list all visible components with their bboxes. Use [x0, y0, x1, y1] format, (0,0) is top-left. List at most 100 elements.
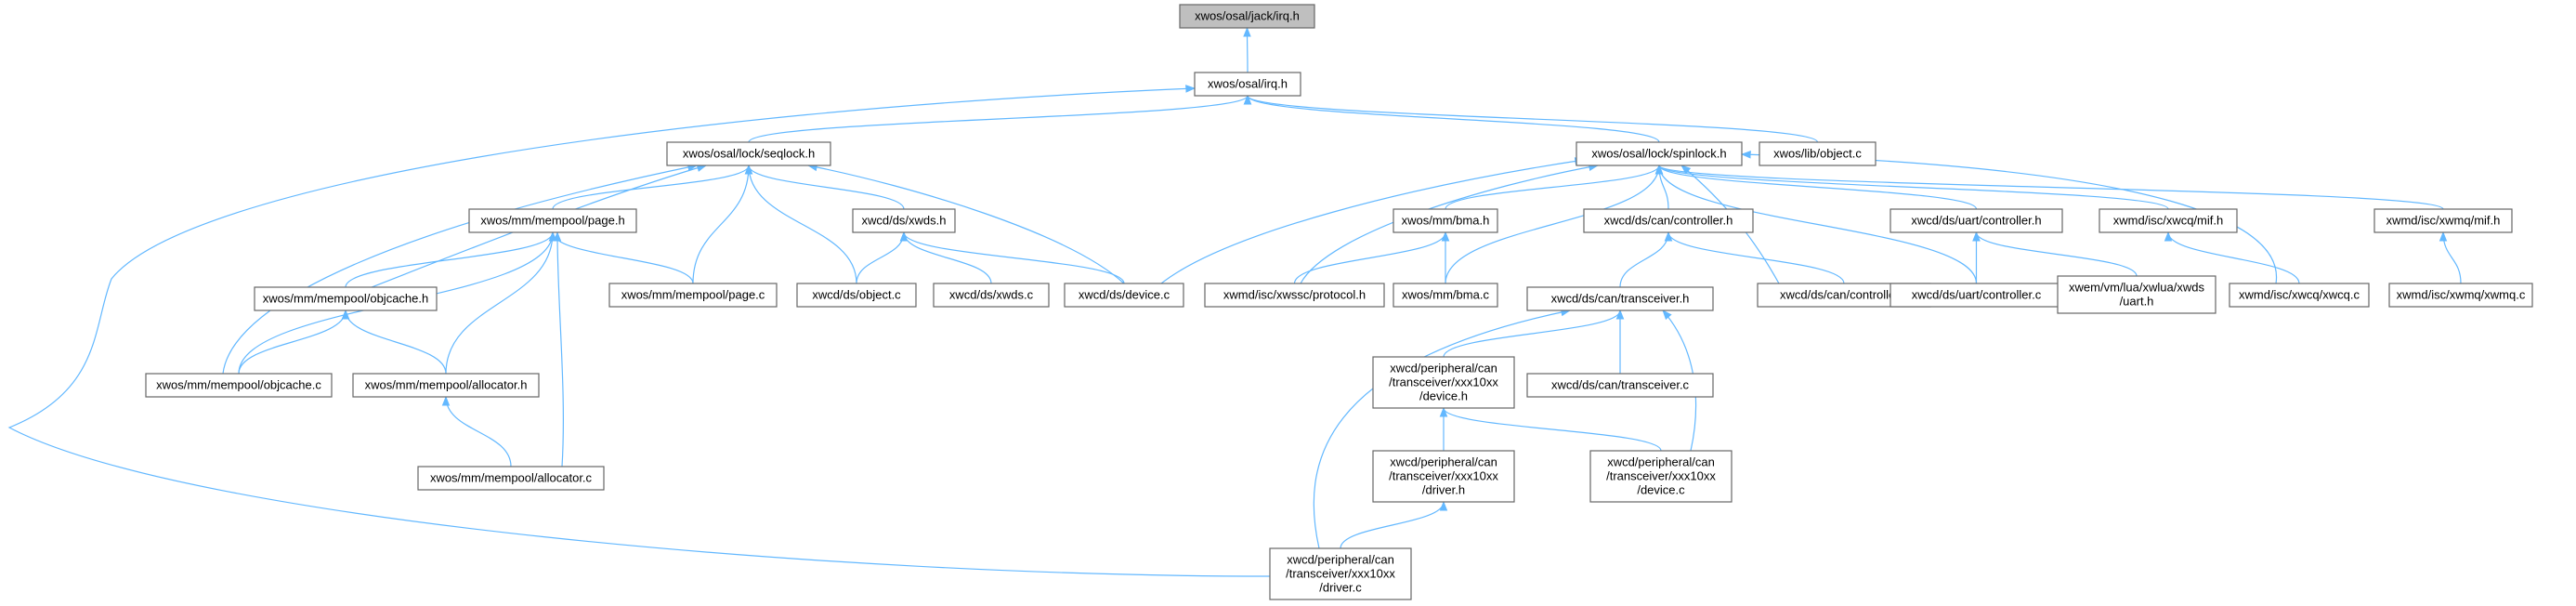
- node-jack[interactable]: xwos/osal/jack/irq.h: [1179, 4, 1315, 29]
- node-box: [1372, 450, 1515, 503]
- nodes-layer: xwos/osal/jack/irq.h xwos/osal/irq.h xwos/…: [145, 4, 2533, 600]
- node-xcvrdevc[interactable]: xwcd/peripheral/can/transceiver/xxx10xx/…: [1589, 450, 1733, 503]
- node-label: xwcd/ds/can/controller.c: [1780, 288, 1909, 302]
- node-xwdsh[interactable]: xwcd/ds/xwds.h: [852, 208, 956, 233]
- node-xcvrdrvc[interactable]: xwcd/peripheral/can/transceiver/xxx10xx/…: [1269, 547, 1412, 600]
- node-box: [1064, 283, 1184, 308]
- edge-object-to-irq: [1243, 94, 1819, 143]
- node-label: xwos/osal/lock/spinlock.h: [1591, 147, 1726, 161]
- node-object[interactable]: xwos/lib/object.c: [1759, 141, 1876, 166]
- node-label: xwos/osal/irq.h: [1208, 77, 1288, 91]
- edge-spinlock-to-irq: [1243, 94, 1660, 143]
- edge-pagec-to-pageh: [548, 231, 694, 284]
- node-xwmqmifh[interactable]: xwmd/isc/xwmq/mif.h: [2373, 208, 2513, 233]
- edge-allocatorh-to-objcacheh: [341, 309, 447, 375]
- node-label: xwcd/ds/can/transceiver.c: [1551, 378, 1690, 392]
- node-label: xwcd/peripheral/can: [1390, 455, 1497, 469]
- edge-seqlock-to-irq: [748, 94, 1252, 143]
- node-box: [1759, 141, 1876, 166]
- node-box: [145, 373, 333, 398]
- node-label: xwos/mm/mempool/objcache.c: [156, 378, 321, 392]
- node-cantransh[interactable]: xwcd/ds/can/transceiver.h: [1526, 286, 1714, 311]
- node-box: [1526, 286, 1714, 311]
- edge-allocatorc-to-allocatorh: [441, 395, 512, 468]
- edge-uartctrlh-to-spinlock: [1654, 164, 1978, 210]
- node-label: xwos/mm/mempool/allocator.h: [365, 378, 528, 392]
- node-objcachec[interactable]: xwos/mm/mempool/objcache.c: [145, 373, 333, 398]
- node-label: xwcd/ds/xwds.c: [949, 288, 1034, 302]
- node-box: [2388, 283, 2533, 308]
- node-label: xwcd/ds/can/controller.h: [1604, 214, 1733, 228]
- node-allocatorc[interactable]: xwos/mm/mempool/allocator.c: [417, 466, 605, 491]
- node-irq[interactable]: xwos/osal/irq.h: [1194, 72, 1301, 97]
- edge-xwmqc-to-xwmqmifh: [2439, 231, 2462, 284]
- node-box: [1179, 4, 1315, 29]
- node-xwmqc[interactable]: xwmd/isc/xwmq/xwmq.c: [2388, 283, 2533, 308]
- node-label: xwcd/ds/device.c: [1079, 288, 1170, 302]
- node-label: xwcd/ds/object.c: [812, 288, 901, 302]
- node-seqlock[interactable]: xwos/osal/lock/seqlock.h: [666, 141, 831, 166]
- node-objcacheh[interactable]: xwos/mm/mempool/objcache.h: [254, 286, 438, 311]
- node-xwluauart[interactable]: xwem/vm/lua/xwlua/xwds/uart.h: [2057, 275, 2216, 314]
- edge-objcachec-to-seqlock: [222, 163, 699, 375]
- node-box: [2099, 208, 2238, 233]
- node-box: [417, 466, 605, 491]
- node-label: xwos/osal/jack/irq.h: [1195, 9, 1300, 23]
- node-box: [1576, 141, 1743, 166]
- node-xcvrdrvh[interactable]: xwcd/peripheral/can/transceiver/xxx10xx/…: [1372, 450, 1515, 503]
- node-box: [852, 208, 956, 233]
- node-dsobjc[interactable]: xwcd/ds/object.c: [796, 283, 917, 308]
- node-box: [608, 283, 778, 308]
- node-box: [352, 373, 540, 398]
- edge-irq-to-jack: [1243, 26, 1251, 73]
- node-label: xwos/mm/mempool/page.c: [621, 288, 765, 302]
- node-box: [2373, 208, 2513, 233]
- node-bmah[interactable]: xwos/mm/bma.h: [1393, 208, 1498, 233]
- edge-xwcqc-to-spinlock: [1740, 150, 2278, 284]
- node-label: xwmd/isc/xwcq/mif.h: [2113, 214, 2223, 228]
- node-canctrlh[interactable]: xwcd/ds/can/controller.h: [1583, 208, 1754, 233]
- node-devicec[interactable]: xwcd/ds/device.c: [1064, 283, 1184, 308]
- node-label: xwos/mm/mempool/page.h: [480, 214, 624, 228]
- node-box: [1526, 373, 1714, 398]
- node-box: [1204, 283, 1385, 308]
- node-box: [1372, 356, 1515, 409]
- node-label: /driver.c: [1319, 581, 1362, 595]
- edge-devicec-to-spinlock: [1160, 157, 1586, 284]
- node-pagec[interactable]: xwos/mm/mempool/page.c: [608, 283, 778, 308]
- node-spinlock[interactable]: xwos/osal/lock/spinlock.h: [1576, 141, 1743, 166]
- node-uartctrlh[interactable]: xwcd/ds/uart/controller.h: [1890, 208, 2063, 233]
- edge-xcvrdrvc-to-irq: [7, 85, 1271, 577]
- node-label: xwos/mm/bma.c: [1402, 288, 1489, 302]
- edge-dsobjc-to-xwdsh: [856, 231, 909, 284]
- node-label: /transceiver/xxx10xx: [1606, 469, 1716, 483]
- node-bmac[interactable]: xwos/mm/bma.c: [1393, 283, 1498, 308]
- edge-pageh-to-seqlock: [552, 164, 753, 210]
- node-label: xwos/mm/mempool/allocator.c: [430, 471, 593, 485]
- node-cantransc[interactable]: xwcd/ds/can/transceiver.c: [1526, 373, 1714, 398]
- node-allocatorh[interactable]: xwos/mm/mempool/allocator.h: [352, 373, 540, 398]
- node-xcvrdevh[interactable]: xwcd/peripheral/can/transceiver/xxx10xx/…: [1372, 356, 1515, 409]
- node-label: xwmd/isc/xwmq/xwmq.c: [2397, 288, 2526, 302]
- node-box: [1890, 208, 2063, 233]
- node-box: [254, 286, 438, 311]
- node-label: xwos/mm/bma.h: [1402, 214, 1490, 228]
- node-label: xwcd/ds/uart/controller.c: [1912, 288, 2042, 302]
- edge-pagec-to-seqlock: [692, 164, 753, 284]
- node-label: xwcd/ds/uart/controller.h: [1911, 214, 2041, 228]
- edge-devicec-to-xwdsh: [899, 231, 1125, 284]
- node-pageh[interactable]: xwos/mm/mempool/page.h: [468, 208, 637, 233]
- node-xwcqc[interactable]: xwmd/isc/xwcq/xwcq.c: [2229, 283, 2370, 308]
- node-box: [1393, 208, 1498, 233]
- edge-xcvrdrvc-to-cantransh: [1313, 308, 1572, 549]
- edge-canctrlc-to-canctrlh: [1664, 231, 1845, 284]
- node-protocolh[interactable]: xwmd/isc/xwssc/protocol.h: [1204, 283, 1385, 308]
- node-xwdsc[interactable]: xwcd/ds/xwds.c: [933, 283, 1050, 308]
- node-label: xwem/vm/lua/xwlua/xwds: [2069, 281, 2204, 295]
- node-xwcqmifh[interactable]: xwmd/isc/xwcq/mif.h: [2099, 208, 2238, 233]
- node-uartctrlc[interactable]: xwcd/ds/uart/controller.c: [1890, 283, 2063, 308]
- edge-protocolh-to-bmah: [1293, 231, 1450, 284]
- node-box: [2057, 275, 2216, 314]
- edge-bmac-to-spinlock: [1445, 164, 1664, 284]
